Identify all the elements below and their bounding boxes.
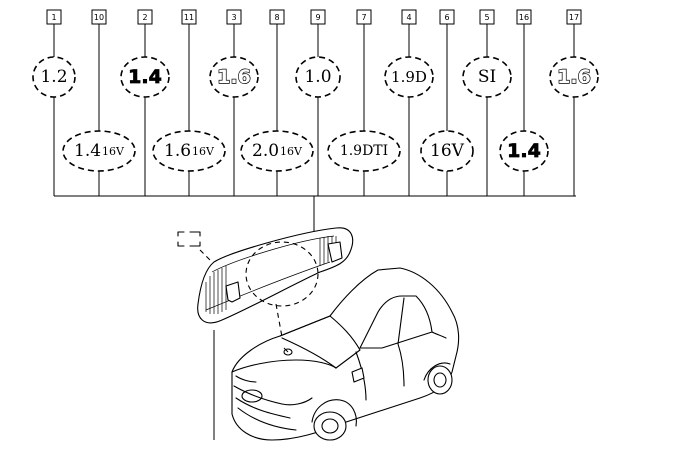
callout-1: 11.2: [32, 9, 76, 196]
callout-11: 11 1.616V: [152, 9, 226, 196]
callout-7: 7 1.9DTI: [327, 9, 401, 196]
badge-label: 16V: [430, 141, 465, 161]
badge-ring: [549, 56, 599, 98]
callout-17: 171.6: [549, 9, 599, 196]
callout-number-box: [137, 9, 153, 25]
badge-ring: [120, 56, 170, 98]
badge-ring: [209, 56, 259, 98]
badge-value: 1.6: [164, 141, 191, 161]
callout-3: 31.6: [209, 9, 259, 196]
callout-number: 8: [274, 13, 279, 22]
callout-number: 5: [484, 13, 489, 22]
callout-10: 10 1.416V: [62, 9, 136, 196]
callout-number: 3: [231, 13, 236, 22]
callout-layer: 11.2101.416V21.4111.616V31.682.016V91.07…: [32, 9, 599, 196]
badge-label: 1.4: [507, 140, 541, 162]
badge-value: 2.0: [252, 141, 279, 161]
hatchback-car-icon: [231, 267, 460, 441]
callout-number-box: [516, 9, 532, 25]
badge-ring: [499, 130, 549, 172]
callout-number: 9: [315, 13, 320, 22]
callout-number: 4: [406, 13, 411, 22]
badge-suffix: 16V: [280, 145, 303, 158]
badge-label: 1.2: [40, 67, 67, 87]
callout-6: 6 16V: [420, 9, 474, 196]
callout-4: 4 1.9D: [384, 9, 434, 196]
badge-label: 1.416V: [74, 141, 125, 161]
callout-number: 2: [142, 13, 147, 22]
callout-number-box: [226, 9, 242, 25]
badge-ring: [420, 130, 474, 172]
callout-9: 91.0: [295, 9, 341, 196]
callout-5: 5SI: [462, 9, 512, 196]
badge-label: SI: [478, 67, 496, 87]
callout-number-box: [181, 9, 197, 25]
callout-number: 17: [569, 13, 579, 22]
callout-number: 6: [444, 13, 449, 22]
badge-value: 1.4: [74, 141, 101, 161]
callout-number-box: [310, 9, 326, 25]
callout-number-box: [269, 9, 285, 25]
badge-label: 2.016V: [252, 141, 303, 161]
callout-number-box: [401, 9, 417, 25]
callout-number-box: [439, 9, 455, 25]
callout-16: 161.4: [499, 9, 549, 196]
badge-label: 1.0: [304, 67, 331, 87]
badge-suffix: 16V: [192, 145, 215, 158]
badge-ring: [32, 56, 76, 98]
callout-2: 21.4: [120, 9, 170, 196]
badge-label: 1.6: [217, 66, 251, 88]
badge-ring: [240, 130, 314, 172]
badge-suffix: 16V: [102, 145, 125, 158]
callout-number-box: [356, 9, 372, 25]
callout-number-box: [479, 9, 495, 25]
badge-ring: [295, 56, 341, 98]
callout-8: 8 2.016V: [240, 9, 314, 196]
callout-number: 11: [184, 13, 194, 22]
badge-ring: [384, 56, 434, 98]
callout-number: 1: [51, 13, 56, 22]
badge-label: 1.9D: [391, 68, 427, 86]
callout-number-box: [91, 9, 107, 25]
callout-number: 10: [94, 13, 104, 22]
badge-label: 1.6: [557, 66, 591, 88]
callout-number: 16: [519, 13, 529, 22]
badge-label: 1.9DTI: [340, 143, 388, 159]
callout-number-box: [566, 9, 582, 25]
badge-ring: [327, 130, 401, 172]
callout-number: 7: [361, 13, 366, 22]
badge-ring: [152, 130, 226, 172]
rear-badge-plate-icon: [197, 227, 354, 349]
badge-label: 1.4: [128, 66, 162, 88]
badge-label: 1.616V: [164, 141, 215, 161]
leader-bus: [54, 195, 576, 232]
badge-ring: [462, 56, 512, 98]
badge-ring: [62, 130, 136, 172]
callout-number-box: [46, 9, 62, 25]
